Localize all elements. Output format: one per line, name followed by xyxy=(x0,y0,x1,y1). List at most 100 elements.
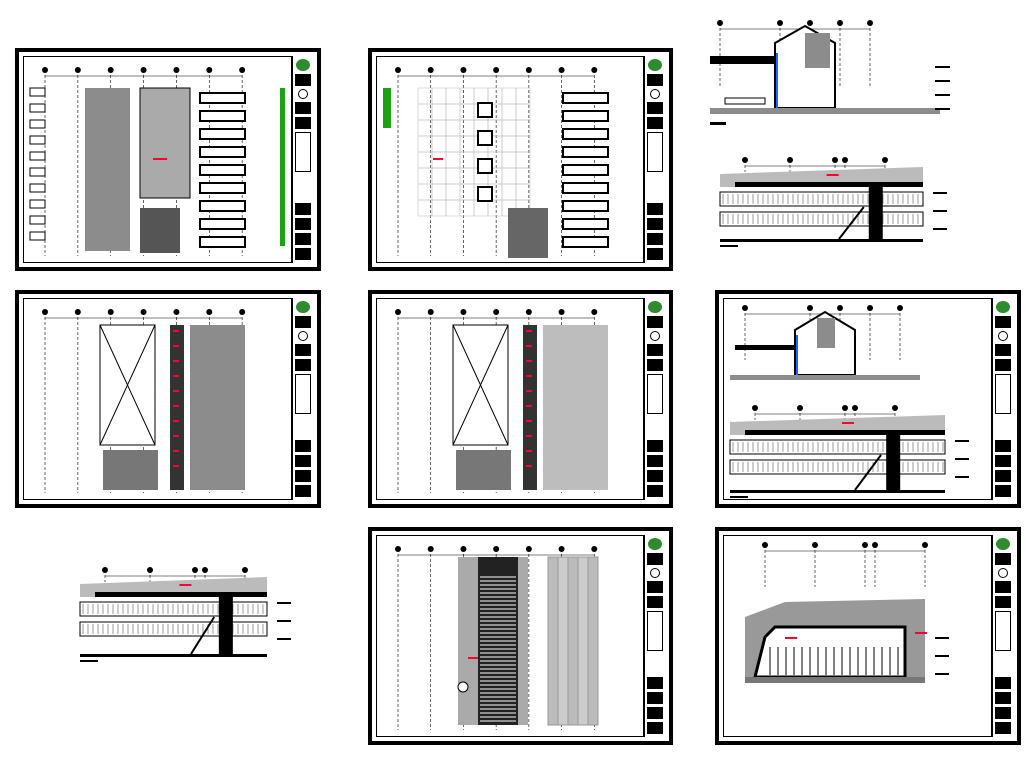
floor-band xyxy=(719,191,924,207)
parking-stall xyxy=(562,146,609,158)
parking-stall xyxy=(199,110,246,122)
level-marker xyxy=(933,210,947,212)
red-tag xyxy=(173,375,179,377)
car-space xyxy=(29,135,46,145)
drawing-graphic xyxy=(710,20,950,125)
roof-panel xyxy=(567,556,579,726)
title-cell xyxy=(295,233,311,245)
tower xyxy=(817,318,835,348)
stair-tower xyxy=(218,594,233,654)
title-cell xyxy=(995,316,1011,328)
title-cell xyxy=(647,707,663,719)
floor-tile xyxy=(431,183,447,201)
drawing-sheet-8 xyxy=(75,562,307,662)
logo-icon xyxy=(996,301,1010,313)
parking-stall xyxy=(199,146,246,158)
floor-tile xyxy=(445,183,461,201)
floor-tile xyxy=(445,119,461,137)
title-cell xyxy=(647,455,663,467)
floor-tile xyxy=(487,199,503,217)
canopy xyxy=(735,345,795,350)
level-marker xyxy=(955,458,969,460)
notes-cell xyxy=(295,374,311,414)
title-cell xyxy=(647,102,663,114)
title-cell xyxy=(295,359,311,371)
notes-cell xyxy=(647,611,663,651)
core xyxy=(456,450,511,490)
drawing-graphic xyxy=(729,305,969,498)
floor-tile xyxy=(459,199,475,217)
drawing-label-mark xyxy=(80,660,98,662)
title-cell xyxy=(647,470,663,482)
red-tag xyxy=(153,158,167,160)
north-arrow-icon xyxy=(650,568,660,578)
red-tag xyxy=(826,174,839,176)
floor-tile xyxy=(459,167,475,185)
glazed-opening xyxy=(753,625,907,679)
core xyxy=(140,208,180,253)
level-marker xyxy=(277,602,291,604)
title-cell xyxy=(295,117,311,129)
red-tag xyxy=(173,450,179,452)
marker xyxy=(457,681,469,693)
title-cell xyxy=(295,316,311,328)
car-space xyxy=(29,215,46,225)
roof-panel xyxy=(577,556,589,726)
void-cross xyxy=(99,324,156,446)
parking-stall xyxy=(199,128,246,140)
drawing-sheet-9 xyxy=(368,527,673,745)
north-arrow-icon xyxy=(298,331,308,341)
title-cell xyxy=(647,553,663,565)
title-cell xyxy=(647,344,663,356)
sheet-number-cell xyxy=(995,485,1011,497)
logo-icon xyxy=(296,301,310,313)
ground xyxy=(730,375,920,380)
title-cell xyxy=(295,74,311,86)
title-cell xyxy=(995,677,1011,689)
floor-tile xyxy=(459,87,475,105)
red-tag xyxy=(468,657,478,659)
ground-line xyxy=(720,239,923,242)
floor-tile xyxy=(445,199,461,217)
floor-tile xyxy=(515,135,531,153)
floor-tile xyxy=(431,103,447,121)
floor-tile xyxy=(501,119,517,137)
level-marker xyxy=(935,637,949,639)
floor-tile xyxy=(431,135,447,153)
title-cell xyxy=(647,233,663,245)
sheet-number-cell xyxy=(295,485,311,497)
north-arrow-icon xyxy=(298,89,308,99)
stair-flight xyxy=(854,454,882,491)
floor-tile xyxy=(501,87,517,105)
red-tag xyxy=(785,637,797,639)
drawing-graphic xyxy=(395,309,608,493)
title-cell xyxy=(995,455,1011,467)
void-cross xyxy=(452,324,509,446)
level-marker xyxy=(277,620,291,622)
train xyxy=(724,97,766,105)
red-tag xyxy=(173,390,179,392)
stair-column xyxy=(523,325,537,490)
car-space xyxy=(29,231,46,241)
title-cell xyxy=(995,440,1011,452)
red-tag xyxy=(173,330,179,332)
level-marker xyxy=(935,655,949,657)
red-tag xyxy=(526,435,532,437)
notes-cell xyxy=(995,374,1011,414)
logo-icon xyxy=(648,538,662,550)
roof-beam xyxy=(95,592,267,597)
floor-tile xyxy=(417,167,433,185)
level-marker xyxy=(933,228,947,230)
floor-band xyxy=(719,211,924,227)
north-arrow-icon xyxy=(650,331,660,341)
title-cell xyxy=(995,581,1011,593)
title-block xyxy=(291,56,313,263)
title-cell xyxy=(647,218,663,230)
hall-area xyxy=(139,87,191,199)
floor-tile xyxy=(515,151,531,169)
notes-cell xyxy=(647,132,663,172)
red-tag xyxy=(526,360,532,362)
drawing-sheet-10 xyxy=(715,527,1021,745)
red-tag xyxy=(526,450,532,452)
level-marker xyxy=(277,638,291,640)
